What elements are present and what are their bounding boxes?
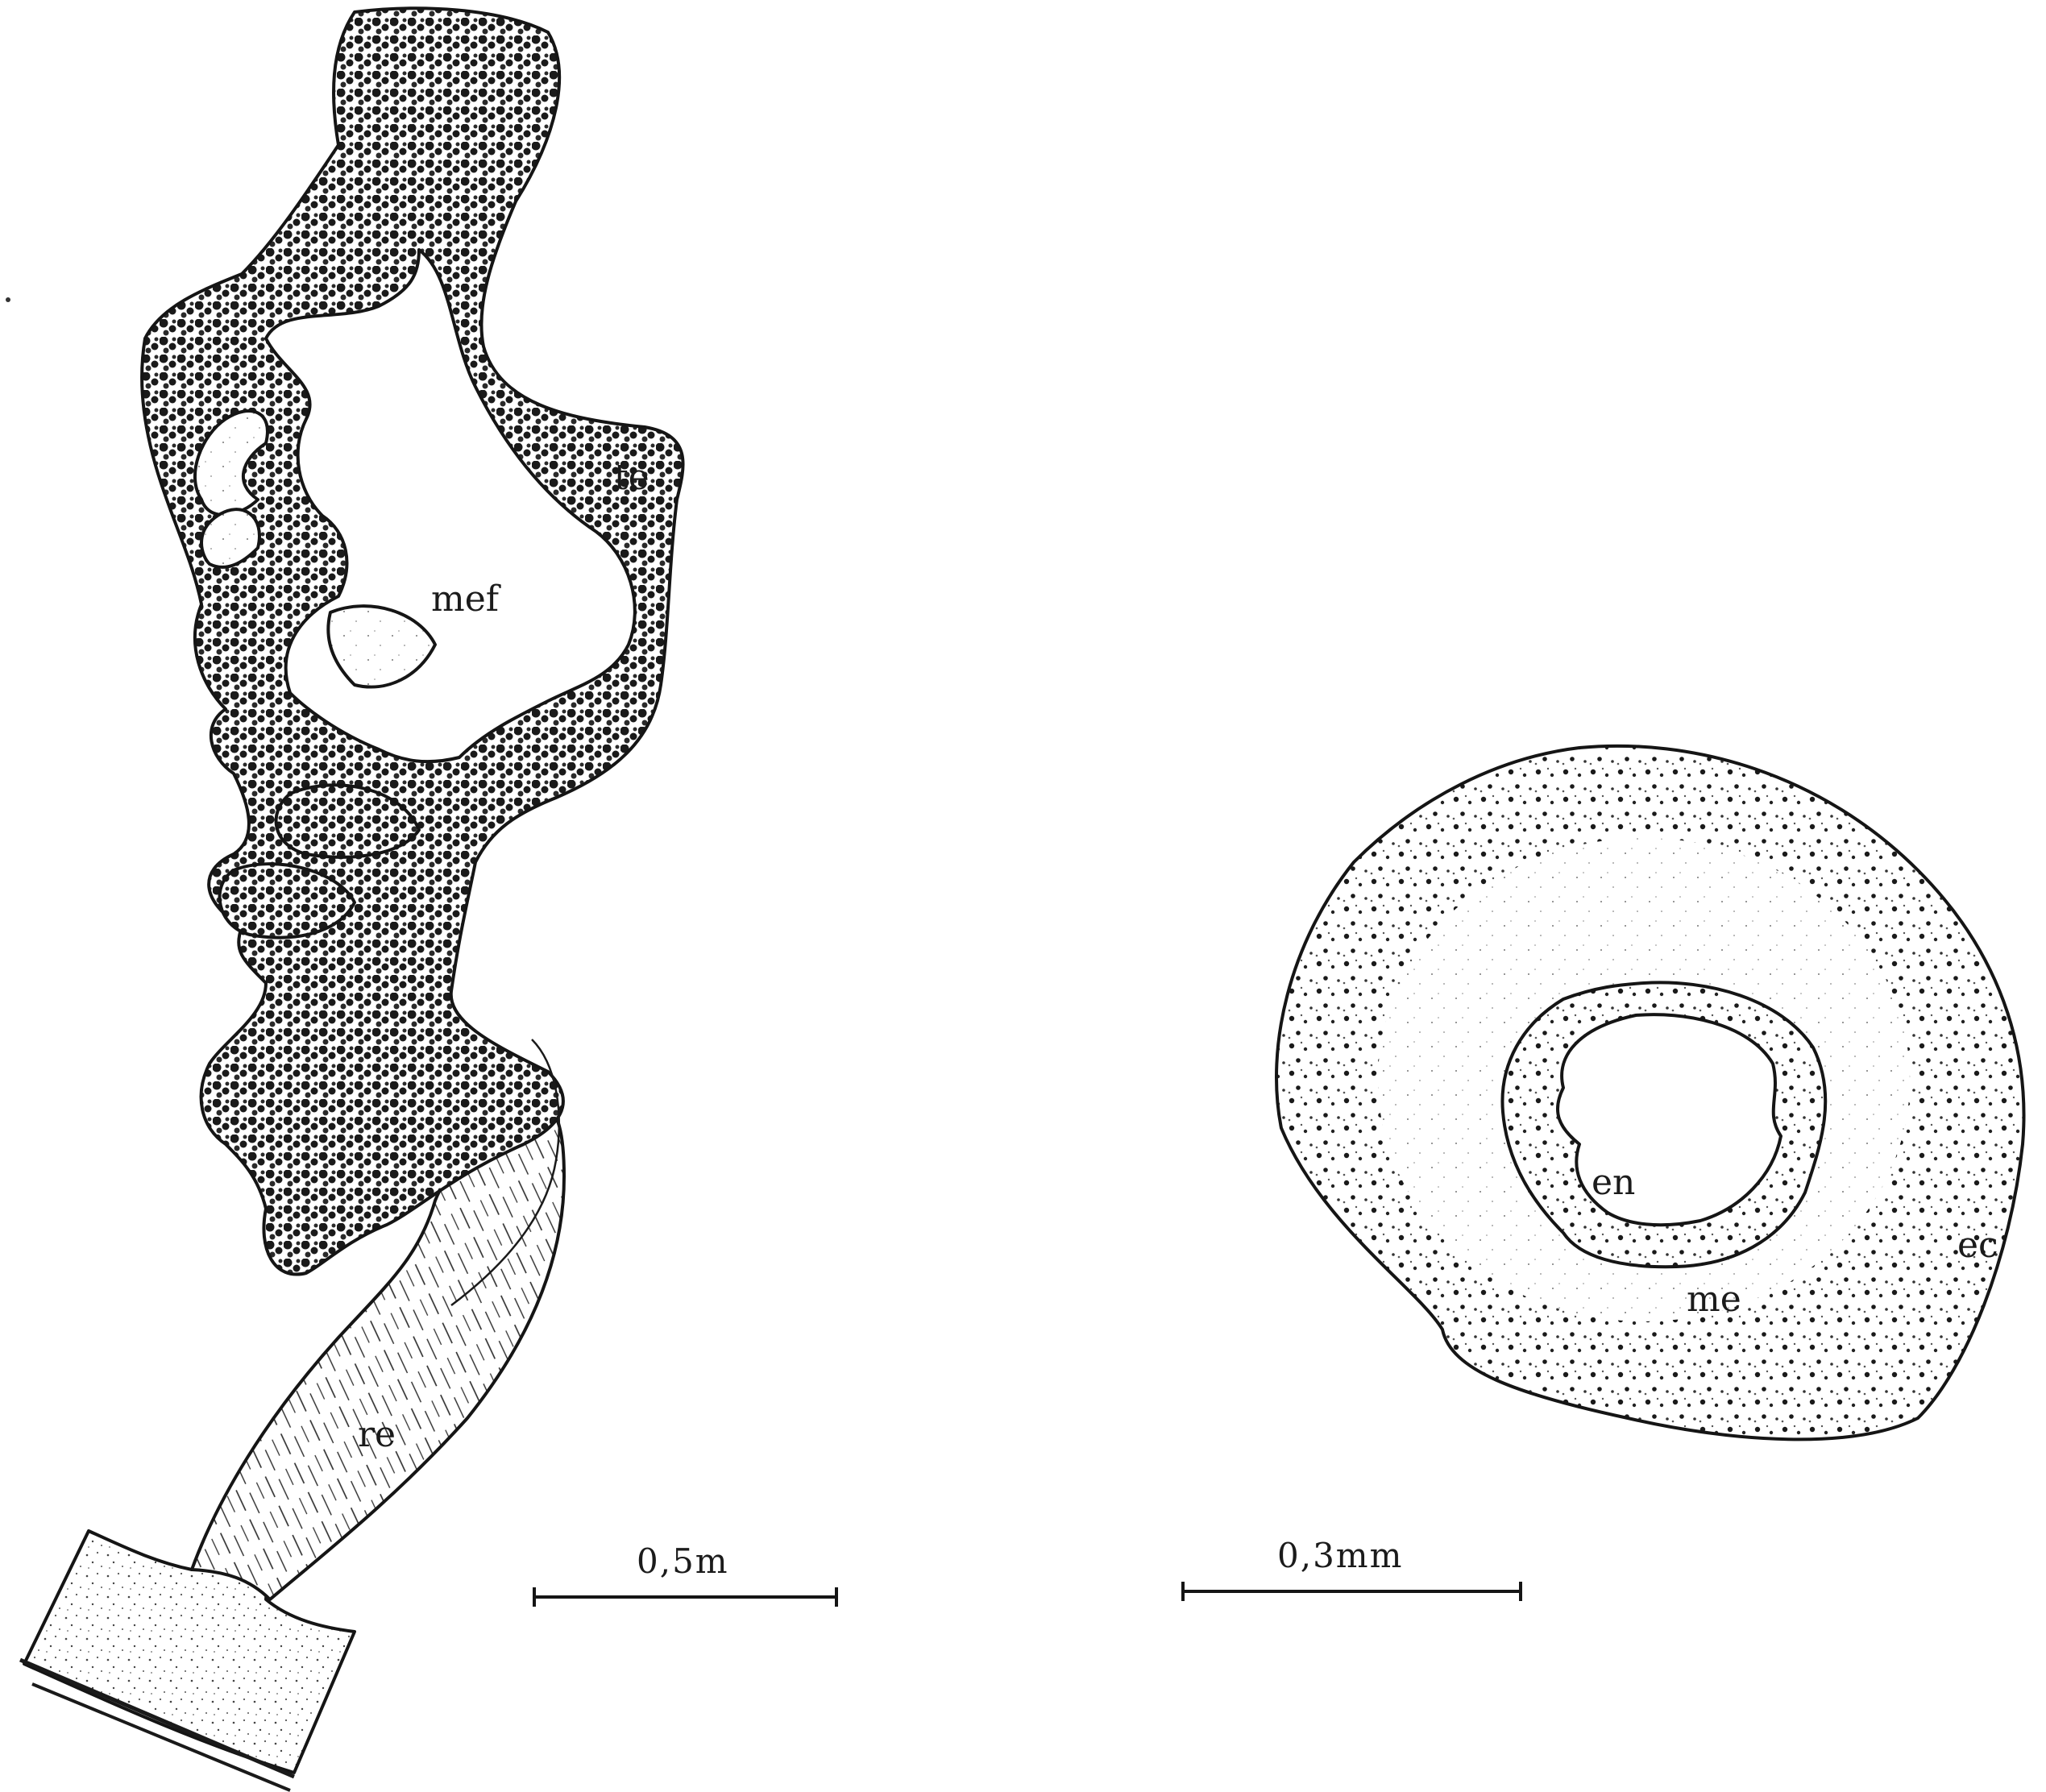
- label-en: en: [1592, 1162, 1635, 1203]
- scale-label-left: 0,5m: [637, 1541, 729, 1581]
- label-re: re: [358, 1414, 396, 1455]
- label-mef: mef: [431, 579, 501, 620]
- label-te: te: [614, 457, 649, 498]
- label-ec: ec: [1957, 1225, 1998, 1266]
- scale-bar-right: 0,3mm: [1183, 1536, 1521, 1601]
- stray-speck: [6, 297, 10, 302]
- left-specimen: te mef re 0,5m: [20, 8, 836, 1790]
- scale-bar-left: 0,5m: [534, 1541, 836, 1607]
- label-me: me: [1687, 1279, 1741, 1320]
- right-specimen: en me ec 0,3mm: [1183, 746, 2023, 1601]
- scale-label-right: 0,3mm: [1277, 1536, 1403, 1575]
